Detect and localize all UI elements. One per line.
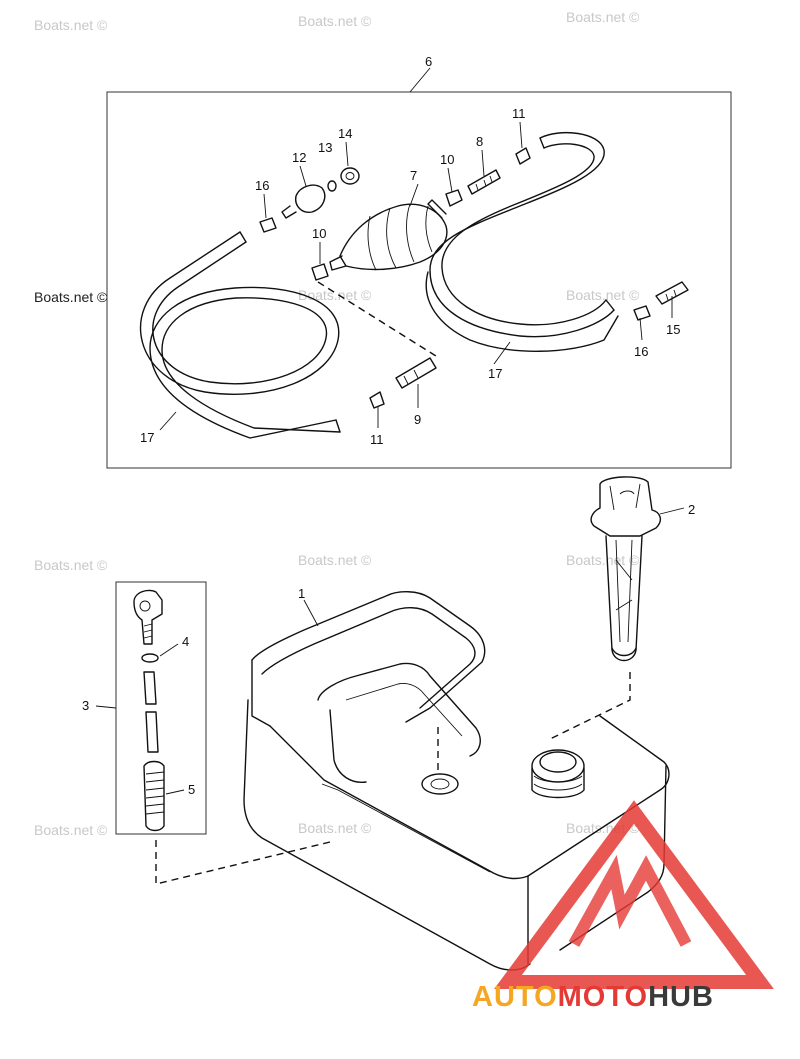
logo-auto: AUTO (472, 981, 558, 1013)
fuel-hose-right (425, 131, 619, 352)
callout-10: 10 (312, 226, 326, 241)
callout-16: 16 (634, 344, 648, 359)
fuel-hose-left (139, 231, 341, 439)
brand-logo: AUTOMOTOHUB (472, 800, 774, 1013)
leader-1 (303, 599, 319, 627)
leader-4 (159, 643, 179, 657)
callout-17: 17 (140, 430, 154, 445)
callout-12: 12 (292, 150, 306, 165)
watermark-text: Boats.net © (298, 820, 372, 836)
callout-4: 4 (182, 634, 189, 649)
leader-5 (165, 789, 185, 795)
callout-3: 3 (82, 698, 89, 713)
callout-11: 11 (512, 106, 526, 121)
leader-17 (493, 341, 511, 365)
callout-5: 5 (188, 782, 195, 797)
callout-15: 15 (666, 322, 680, 337)
watermark-text-left: Boats.net © (34, 289, 108, 305)
fuel-tank: 1 (243, 586, 670, 971)
logo-moto: MOTO (558, 981, 648, 1013)
watermark-text: Boats.net © (34, 557, 108, 573)
leader-7 (409, 183, 419, 207)
leader-12 (299, 165, 307, 187)
logo-triangle (494, 800, 774, 989)
leader-17 (159, 411, 177, 431)
callout-8: 8 (476, 134, 483, 149)
dash-connection (547, 672, 631, 741)
fuel-line-assembly: 6 7 8 9 10 10 11 11 12 13 14 15 16 16 17… (106, 54, 732, 469)
fuel-gauge: 2 (547, 476, 695, 741)
callout-6: 6 (425, 54, 432, 69)
logo-wordmark: AUTOMOTOHUB (472, 981, 714, 1013)
callout-13: 13 (318, 140, 332, 155)
callout-7: 7 (410, 168, 417, 183)
leader-6 (409, 67, 431, 93)
callout-2: 2 (688, 502, 695, 517)
callout-10: 10 (440, 152, 454, 167)
watermark-text: Boats.net © (298, 287, 372, 303)
watermark-text: Boats.net © (298, 13, 372, 29)
leader-3 (95, 705, 117, 709)
leader-14 (345, 141, 349, 167)
callout-1: 1 (298, 586, 305, 601)
leader-16 (639, 317, 643, 341)
callout-11: 11 (370, 432, 384, 447)
assembly-frame (106, 91, 732, 469)
logo-mountain-mark (568, 854, 692, 947)
callout-14: 14 (338, 126, 352, 141)
leader-2 (659, 507, 685, 515)
leader-16 (263, 193, 267, 219)
callout-16: 16 (255, 178, 269, 193)
leader-11 (519, 121, 523, 149)
leader-10 (447, 167, 453, 193)
pickup-tube-assembly: 3 4 5 (82, 581, 331, 885)
watermark-text: Boats.net © (566, 9, 640, 25)
leader-8 (481, 149, 485, 177)
watermark-text: Boats.net © (298, 552, 372, 568)
watermark-text: Boats.net © (566, 287, 640, 303)
watermark-text: Boats.net © (34, 822, 108, 838)
dash-connection (155, 840, 331, 885)
logo-hub: HUB (648, 981, 714, 1013)
callout-9: 9 (414, 412, 421, 427)
primer-bulb (329, 199, 448, 271)
callout-17: 17 (488, 366, 502, 381)
fittings-upper (259, 147, 689, 409)
watermark-text: Boats.net © (34, 17, 108, 33)
watermark-text: Boats.net © (566, 552, 640, 568)
